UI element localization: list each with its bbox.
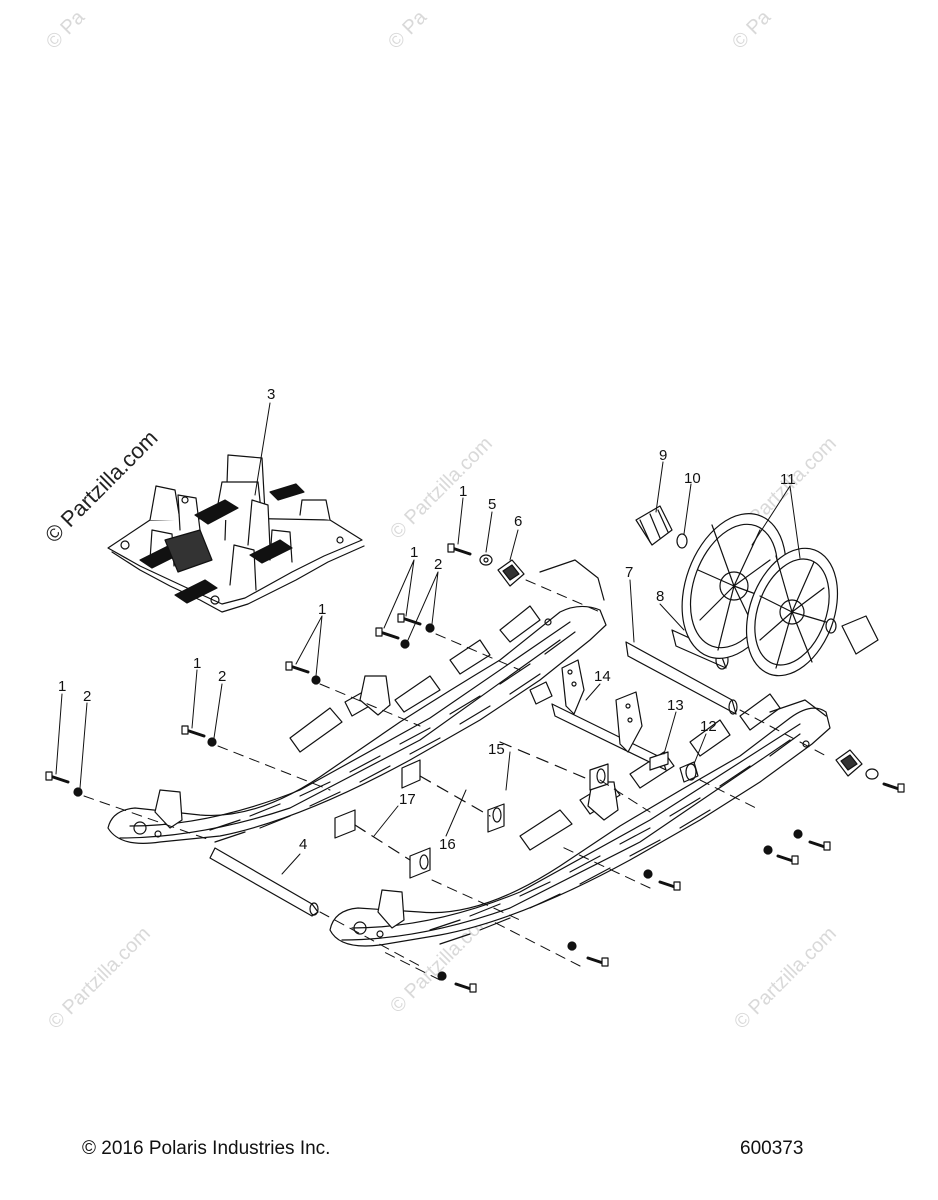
- callout-9: 9: [659, 447, 668, 464]
- slide-block-part-6: [497, 559, 525, 587]
- right-rail: [329, 693, 831, 947]
- callout-10: 10: [684, 470, 701, 487]
- callout-16: 16: [439, 836, 456, 853]
- callout-2-c: 2: [83, 688, 92, 705]
- left-rail: [107, 559, 607, 844]
- callout-12: 12: [700, 718, 717, 735]
- callout-1-c: 1: [318, 601, 327, 618]
- callout-11: 11: [780, 471, 796, 488]
- callout-7: 7: [625, 564, 634, 581]
- axle-end-part-13: [649, 751, 669, 771]
- bushing-part-12: [679, 761, 699, 783]
- callout-6: 6: [514, 513, 523, 530]
- callout-3: 3: [267, 386, 276, 403]
- callout-1-e: 1: [58, 678, 67, 695]
- callout-1-b: 1: [410, 544, 419, 561]
- shaft-part-4: [209, 847, 319, 917]
- diagram-number: 600373: [740, 1138, 804, 1159]
- callout-17: 17: [399, 791, 416, 808]
- hub-part-9-rear: [825, 615, 879, 655]
- spacer-part-16: [401, 759, 505, 833]
- washer-part-5: [479, 554, 493, 566]
- callout-8: 8: [656, 588, 665, 605]
- callout-14: 14: [594, 668, 611, 685]
- assembly-lines: [83, 579, 831, 981]
- slide-block-right: [835, 749, 879, 780]
- callout-2-b: 2: [218, 668, 227, 685]
- callout-1-d: 1: [193, 655, 202, 672]
- spacer-part-17: [334, 809, 431, 879]
- callout-4: 4: [299, 836, 308, 853]
- o-ring-part-10: [676, 533, 688, 549]
- copyright-text: © 2016 Polaris Industries Inc.: [82, 1138, 331, 1159]
- axle-assembly-part-14: [529, 659, 667, 771]
- callout-1-a: 1: [459, 483, 468, 500]
- bolts-part-1: [45, 543, 905, 993]
- leader-lines: [55, 402, 801, 875]
- spacer-part-15: [499, 741, 609, 791]
- callout-13: 13: [667, 697, 684, 714]
- nuts-part-2: [73, 623, 803, 981]
- callout-2-a: 2: [434, 556, 443, 573]
- shaft-part-7: [625, 641, 738, 715]
- idler-wheel-part-11-rear: [745, 547, 839, 677]
- track-guide-part-3: [107, 454, 365, 613]
- callout-5: 5: [488, 496, 497, 513]
- callout-15: 15: [488, 741, 505, 758]
- hub-part-9: [635, 505, 673, 546]
